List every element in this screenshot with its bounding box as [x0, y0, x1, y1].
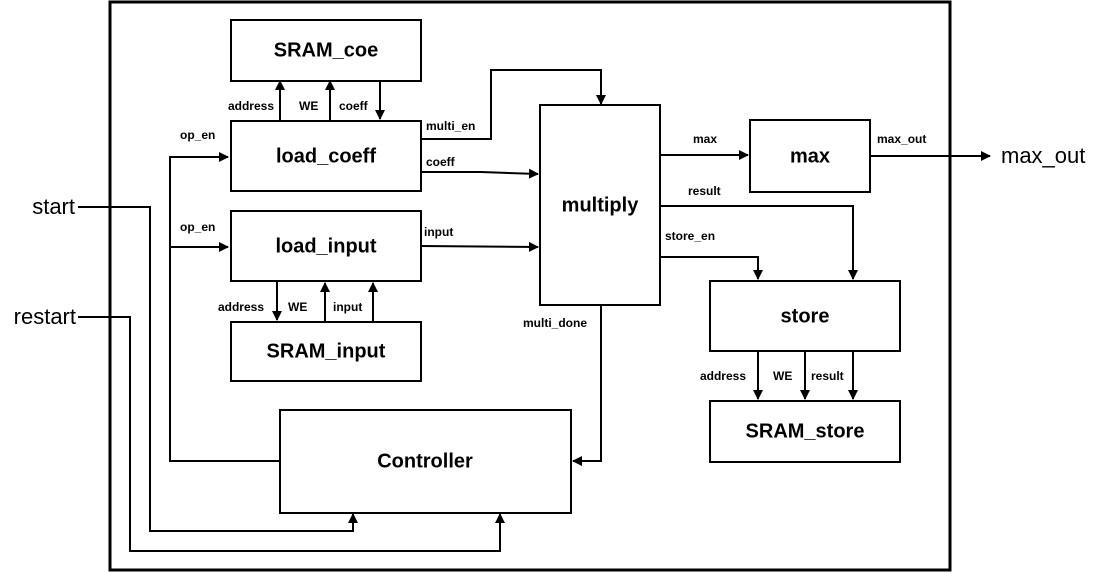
op-en-wire-coeff: [169, 152, 280, 462]
coeff-label: coeff: [426, 155, 456, 169]
store-en-wire: [660, 256, 763, 280]
in-input-label: input: [333, 300, 362, 314]
max-title: max: [790, 145, 830, 167]
multiply-block: [539, 104, 661, 306]
in-we-label: WE: [288, 300, 307, 314]
multiply-title: multiply: [562, 194, 640, 216]
sram-coe-title: SRAM_coe: [274, 39, 378, 61]
sram-store-block: [709, 400, 901, 463]
max-block: [749, 119, 871, 193]
start-wire: [78, 206, 358, 532]
load-coeff-title: load_coeff: [276, 145, 376, 167]
load-coeff-block: [230, 120, 422, 192]
restart-port-label: restart: [14, 304, 76, 329]
store-title: store: [781, 305, 830, 327]
multi-en-wire: [421, 69, 606, 140]
max-out-label: max_out: [877, 132, 926, 146]
result-label: result: [688, 184, 721, 198]
max-out-port-label: max_out: [1001, 143, 1085, 168]
st-result-label: result: [811, 369, 844, 383]
in-address-label: address: [218, 300, 264, 314]
max-label: max: [693, 132, 717, 146]
multi-done-label: multi_done: [523, 316, 587, 330]
coe-coeff-label: coeff: [339, 99, 369, 113]
st-we-label: WE: [773, 369, 792, 383]
top-module-boundary: [108, 0, 952, 572]
op-en-label-2: op_en: [180, 220, 215, 234]
op-en-label-1: op_en: [180, 128, 215, 142]
coe-address-label: address: [228, 99, 274, 113]
sram-input-title: SRAM_input: [267, 340, 386, 362]
load-input-block: [230, 210, 422, 282]
start-port-label: start: [32, 194, 75, 219]
coeff-wire: [421, 168, 539, 179]
sram-coe-block: [230, 19, 422, 82]
input-label: input: [424, 225, 453, 239]
controller-title: Controller: [377, 450, 473, 472]
input-wire: [420, 241, 539, 252]
restart-wire: [78, 316, 505, 552]
sram-store-title: SRAM_store: [746, 420, 865, 442]
coe-we-label: WE: [299, 99, 318, 113]
controller-block: [279, 409, 572, 514]
store-block: [709, 280, 901, 352]
multi-done-wire: [572, 305, 602, 466]
result-wire: [660, 205, 858, 280]
st-address-label: address: [700, 369, 746, 383]
multi-en-label: multi_en: [426, 119, 475, 133]
sram-input-block: [230, 321, 422, 382]
load-input-title: load_input: [275, 235, 376, 257]
store-en-label: store_en: [665, 229, 715, 243]
